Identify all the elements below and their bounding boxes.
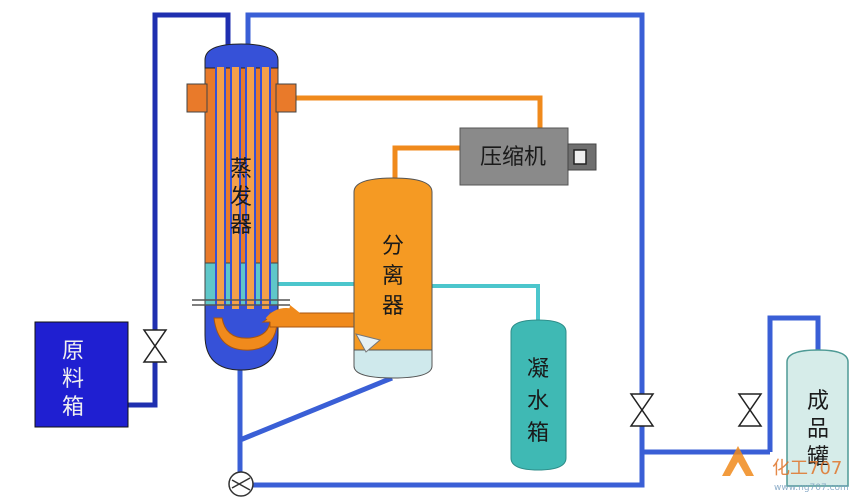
watermark-logo-icon [722, 446, 754, 476]
transfer-pipe [265, 305, 361, 328]
compressor-body [459, 127, 569, 186]
product-tank-label-2: 品 [807, 417, 829, 442]
compressor-label: 压缩机 [480, 145, 546, 170]
evaporator-label-2: 发 [230, 185, 252, 210]
condensate-tank-label-2: 水 [527, 389, 549, 414]
evaporator-label-3: 器 [230, 213, 252, 238]
feed-pipe [128, 12, 231, 408]
separator-label-2: 离 [382, 264, 404, 289]
separator: 分 离 器 [353, 177, 433, 379]
compressed-vapor-pipe [295, 95, 543, 128]
evaporator: 蒸 发 器 [186, 43, 297, 371]
evaporator-label-1: 蒸 [230, 157, 252, 182]
watermark-url: www.ng707.com [774, 483, 849, 493]
pump-icon[interactable] [228, 471, 254, 497]
product-feed-pipe [767, 315, 821, 452]
condensate-pipe-lower [432, 284, 540, 322]
recirculation-pipe [237, 365, 645, 488]
separator-label-1: 分 [382, 234, 404, 259]
watermark-brand: 化工707 [772, 458, 842, 479]
valve-icon[interactable] [629, 393, 655, 427]
top-return-pipe [245, 12, 770, 455]
separator-bottom [353, 349, 433, 379]
separator-return-pipe [239, 375, 393, 443]
product-tank-label-3: 罐 [807, 445, 829, 470]
condensate-tank: 凝 水 箱 [510, 319, 567, 471]
condensate-tank-label-3: 箱 [527, 421, 549, 446]
watermark: 化工707 www.ng707.com [722, 446, 849, 493]
compressor: 压缩机 [459, 127, 597, 186]
separator-body [353, 177, 433, 351]
raw-material-tank: 原 料 箱 [34, 321, 129, 428]
evaporator-tubes [215, 65, 271, 311]
raw-tank-label-2: 料 [62, 367, 84, 392]
valve-icon[interactable] [142, 329, 168, 363]
valve-icon[interactable] [737, 393, 763, 427]
evaporator-top-dome [204, 43, 279, 69]
raw-tank-label-1: 原 [62, 339, 84, 364]
vapor-to-compressor-pipe [392, 145, 462, 178]
raw-tank-label-3: 箱 [62, 395, 84, 420]
condensate-tank-label-1: 凝 [527, 357, 549, 382]
separator-label-3: 器 [382, 294, 404, 319]
product-tank-label-1: 成 [807, 389, 829, 414]
product-tank: 成 品 罐 [786, 349, 849, 487]
